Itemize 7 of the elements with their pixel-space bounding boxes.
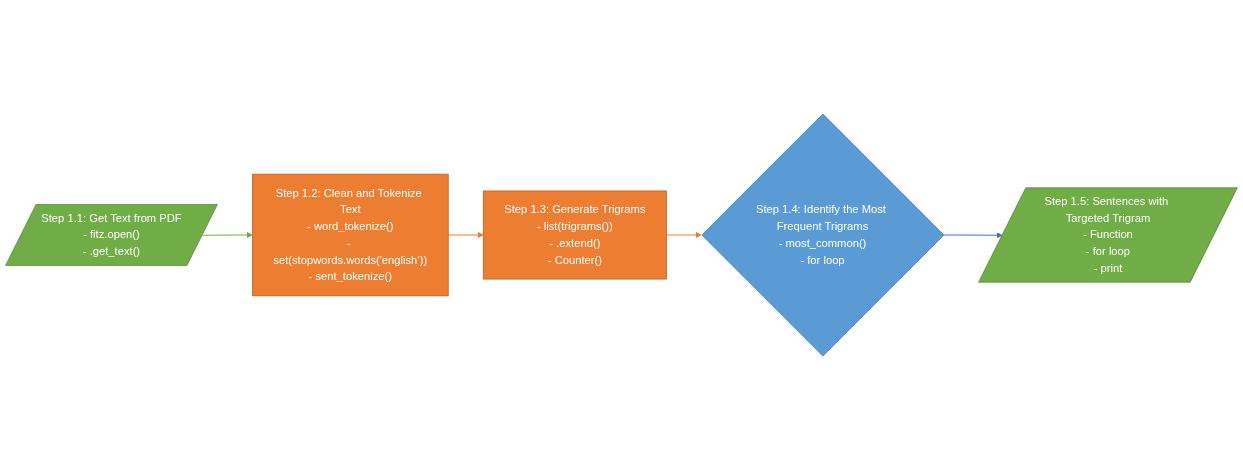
arrow xyxy=(943,232,1003,239)
arrow xyxy=(447,231,484,239)
arrow xyxy=(665,231,702,239)
node-box: Step 1.3: Generate Trigrams - list(trigrams()) - .extend() - Counter() xyxy=(482,190,667,280)
node-box: Step 1.2: Clean and Tokenize Text - word_tokenize() - set(stopwords.words('english‘)) - sent_tokenize() xyxy=(252,173,449,297)
arrow xyxy=(201,231,253,239)
node-diamond: Step 1.4: Identify the Most Frequent Trigrams - most_common() - for loop xyxy=(701,113,945,357)
